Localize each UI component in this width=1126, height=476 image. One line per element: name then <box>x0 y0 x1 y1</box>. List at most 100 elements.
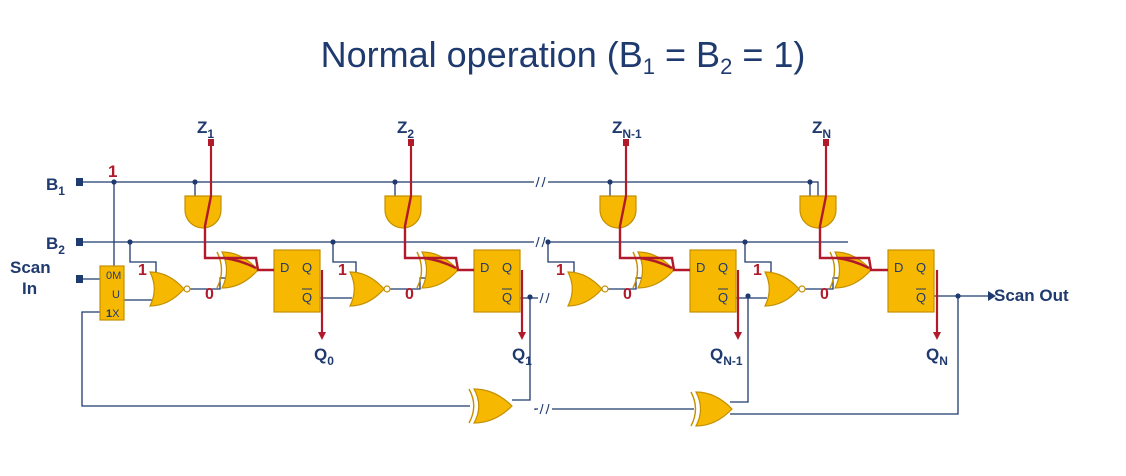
q-label-1: Q1 <box>512 345 532 368</box>
xor-gate-0-back-curve <box>216 251 223 289</box>
b1-break <box>535 176 546 188</box>
flip-flop-2-q-label: Q <box>718 260 728 275</box>
nor-gate-2-bubble <box>601 285 609 293</box>
nor-to-xor-0 <box>190 277 226 290</box>
flip-flop-1-q-label: Q <box>502 260 512 275</box>
scan-out-label: Scan Out <box>994 286 1069 305</box>
nor-gate-3 <box>764 271 800 307</box>
xor-to-xor-feedback <box>534 408 694 410</box>
q-arrow-2 <box>734 332 742 340</box>
feedback-xor-right <box>695 391 733 427</box>
feedback-xor-left-back-curve <box>468 388 475 424</box>
scan-in-input-arrow <box>76 275 83 283</box>
flip-flop-0 <box>273 249 321 313</box>
z-input-marker-0 <box>208 139 214 146</box>
feedback-q1 <box>512 297 531 401</box>
mux-label-u: U <box>112 289 120 301</box>
nor-gate-3-bubble <box>798 285 806 293</box>
flip-flop-0-d-label: D <box>280 260 289 275</box>
flip-flop-2 <box>689 249 737 313</box>
nor-to-xor-2 <box>608 277 642 290</box>
active-xor-pass-1 <box>423 256 457 270</box>
flip-flop-2-d-label: D <box>696 260 705 275</box>
nor-input-one-2: 1 <box>556 262 565 279</box>
nor-input-one-1: 1 <box>338 262 347 279</box>
z-label-1: Z2 <box>397 118 414 141</box>
nor-to-xor-1 <box>390 277 426 290</box>
q1-junction <box>527 294 533 300</box>
z-label-2: ZN-1 <box>612 118 642 141</box>
xor-gate-1 <box>421 251 459 289</box>
active-xor-pass-2 <box>639 256 673 270</box>
b1-label: B1 <box>46 175 65 198</box>
active-xor-pass-0 <box>223 256 257 270</box>
chain-break-gap <box>538 293 552 303</box>
nor-to-xor-3 <box>805 277 839 290</box>
flip-flop-3-qbar-label: Q <box>916 290 926 305</box>
nor-input-one-0: 1 <box>138 262 147 279</box>
scan-in-label-line1: Scan <box>10 258 51 277</box>
active-path-layer <box>203 139 941 340</box>
scan-in-label-line2: In <box>22 279 37 298</box>
flip-flop-1-d-label: D <box>480 260 489 275</box>
q-arrow-3 <box>933 332 941 340</box>
xor-gate-3 <box>834 251 872 289</box>
z-input-marker-2 <box>623 139 629 146</box>
xor-gate-3-back-curve <box>829 251 836 289</box>
z-label-0: Z1 <box>197 118 214 141</box>
b1-break-gap <box>534 177 548 187</box>
and-gate-2 <box>599 195 637 229</box>
flip-flop-3-d-label: D <box>894 260 903 275</box>
feedback-xor-left <box>472 388 513 424</box>
b2-input-arrow <box>76 238 83 246</box>
xor-gate-2-back-curve <box>632 251 639 289</box>
flip-flop-0-q-label: Q <box>302 260 312 275</box>
b2-to-nor-0 <box>129 242 157 280</box>
chain-break <box>539 292 550 304</box>
scan-mux <box>99 265 125 321</box>
xor-gate-2 <box>637 251 675 289</box>
q-arrow-1 <box>518 332 526 340</box>
z-input-marker-1 <box>408 139 414 146</box>
and-gate-1 <box>384 195 422 229</box>
feedback-break-gap <box>538 404 552 414</box>
nor-gate-1 <box>349 271 385 307</box>
q-label-0: Q0 <box>314 345 334 368</box>
q-label-3: QN <box>926 345 948 368</box>
flip-flop-0-qbar-label: Q <box>302 290 312 305</box>
flip-flop-2-qbar-label: Q <box>718 290 728 305</box>
and-gate-3 <box>799 195 837 229</box>
flip-flop-1-qbar-label: Q <box>502 290 512 305</box>
active-xor-pass-3 <box>836 256 870 270</box>
feedback-qn <box>730 296 959 415</box>
nor-gate-0 <box>149 271 185 307</box>
xor-gate-0 <box>221 251 259 289</box>
b1-bus <box>82 181 819 196</box>
feedback-qn1 <box>730 296 749 403</box>
q-label-2: QN-1 <box>710 345 743 368</box>
b2-to-nor-2 <box>547 242 575 280</box>
nor-output-zero-0: 0 <box>205 286 214 303</box>
flip-flop-1 <box>473 249 521 313</box>
b2-label: B2 <box>46 234 65 257</box>
wire-layer <box>76 176 996 415</box>
z-input-marker-3 <box>823 139 829 146</box>
scan-out-arrow <box>988 291 996 301</box>
q-arrow-0 <box>318 332 326 340</box>
b1-value-label: 1 <box>108 162 117 181</box>
z-label-3: ZN <box>812 118 831 141</box>
nor-gate-0-bubble <box>183 285 191 293</box>
xor-gate-1-back-curve <box>416 251 423 289</box>
nor-output-zero-2: 0 <box>623 286 632 303</box>
flip-flop-3 <box>887 249 935 313</box>
feedback-xor-right-back-curve <box>690 391 697 427</box>
b2-break-gap <box>534 237 548 247</box>
feedback-to-mux <box>81 311 470 407</box>
b2-break <box>535 236 546 248</box>
qn1-junction <box>745 293 751 299</box>
active-path-3 <box>818 195 888 272</box>
nor-gate-1-bubble <box>383 285 391 293</box>
